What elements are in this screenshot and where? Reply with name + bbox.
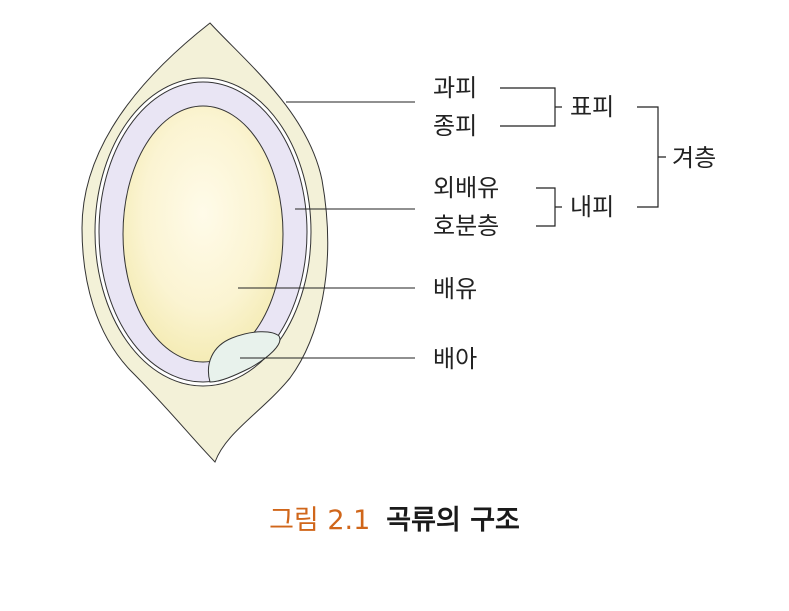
label-inner-layer: 내피 — [570, 193, 615, 221]
label-bran: 겨층 — [672, 144, 717, 172]
label-perisperm: 외배유 — [433, 174, 500, 202]
label-outer-layer: 표피 — [570, 93, 615, 121]
bracket-inner-layer — [536, 187, 562, 227]
label-embryo: 배아 — [433, 345, 478, 373]
bracket-outer-layer — [500, 87, 562, 127]
label-aleurone: 호분층 — [433, 212, 500, 240]
embryo-shape — [208, 331, 281, 383]
label-seed-coat: 종피 — [433, 112, 478, 140]
figure-title: 곡류의 구조 — [386, 505, 520, 536]
label-endosperm: 배유 — [433, 275, 478, 303]
figure-number: 그림 2.1 — [269, 505, 371, 536]
endosperm-shape — [122, 105, 284, 363]
bracket-bran — [637, 106, 666, 208]
figure-caption: 그림 2.1 곡류의 구조 — [0, 507, 789, 534]
label-pericarp: 과피 — [433, 74, 478, 102]
